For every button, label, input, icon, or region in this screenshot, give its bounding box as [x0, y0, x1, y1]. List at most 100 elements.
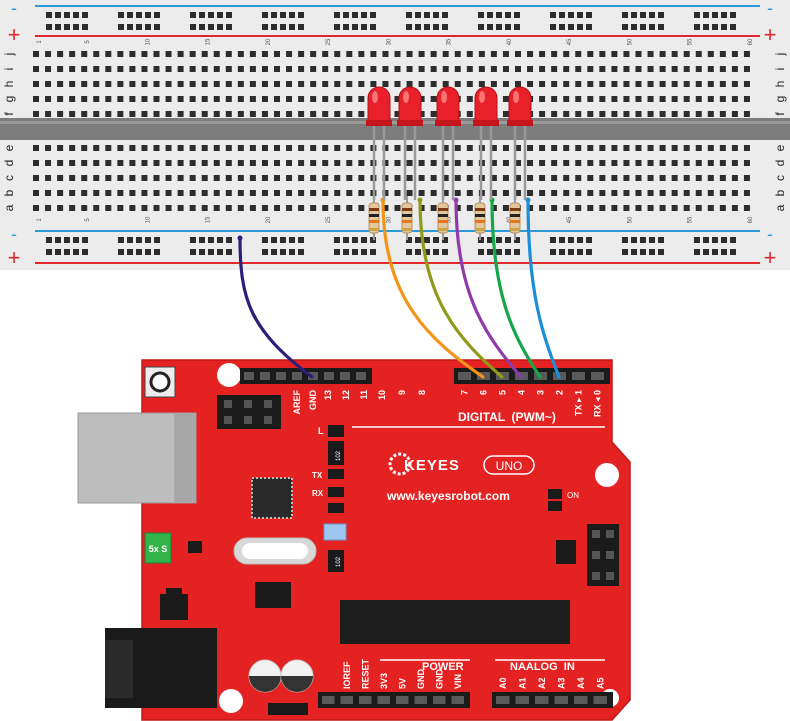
- breadboard-hole: [563, 175, 570, 181]
- header-pin[interactable]: [535, 696, 549, 704]
- rail-hole: [577, 24, 583, 30]
- breadboard-hole: [743, 96, 750, 102]
- breadboard-hole: [599, 66, 606, 72]
- header-pin[interactable]: [322, 696, 335, 704]
- header-pin[interactable]: [593, 696, 608, 704]
- led: [366, 86, 392, 200]
- header-pin[interactable]: [324, 372, 334, 380]
- breadboard-hole: [286, 190, 293, 196]
- breadboard-hole: [635, 111, 642, 117]
- breadboard-hole: [466, 51, 473, 57]
- breadboard-hole: [334, 190, 341, 196]
- breadboard-hole: [611, 81, 618, 87]
- resistor-band: [475, 220, 485, 223]
- column-number: 10: [145, 216, 151, 223]
- breadboard-hole: [261, 66, 268, 72]
- breadboard-hole: [731, 175, 738, 181]
- header-pin[interactable]: [396, 696, 409, 704]
- header-pin[interactable]: [496, 696, 510, 704]
- breadboard-hole: [177, 66, 184, 72]
- header-pin[interactable]: [377, 696, 391, 704]
- header-pin[interactable]: [340, 372, 350, 380]
- wire-end: [525, 197, 531, 203]
- breadboard-hole: [225, 51, 232, 57]
- header-pin[interactable]: [260, 372, 270, 380]
- breadboard-hole: [69, 81, 76, 87]
- resistor-band: [402, 208, 412, 211]
- breadboard-hole: [93, 160, 100, 166]
- rail-hole: [46, 249, 52, 255]
- on-label: ON: [567, 491, 579, 500]
- breadboard-hole: [539, 96, 546, 102]
- breadboard-hole: [575, 205, 582, 211]
- reset-button[interactable]: [144, 366, 176, 398]
- rail-hole: [415, 237, 421, 243]
- rail-hole: [559, 24, 565, 30]
- rail-hole: [559, 237, 565, 243]
- header-pin[interactable]: [554, 696, 569, 704]
- header-pin[interactable]: [292, 372, 302, 380]
- breadboard-hole: [502, 175, 509, 181]
- header-pin[interactable]: [433, 696, 446, 704]
- pin-label: 5V: [397, 678, 407, 689]
- breadboard-hole: [406, 160, 413, 166]
- breadboard-hole: [695, 175, 702, 181]
- header-pin[interactable]: [451, 696, 465, 704]
- breadboard-hole: [81, 190, 88, 196]
- breadboard-hole: [141, 81, 148, 87]
- rail-hole: [73, 237, 79, 243]
- breadboard-hole: [707, 145, 714, 151]
- breadboard-hole: [671, 96, 678, 102]
- header-pin[interactable]: [356, 372, 366, 380]
- rail-hole: [262, 12, 268, 18]
- rail-hole: [550, 12, 556, 18]
- rail-minus-top-left: -: [11, 0, 17, 18]
- header-pin[interactable]: [458, 372, 471, 380]
- breadboard-hole: [394, 175, 401, 181]
- header-pin[interactable]: [414, 696, 428, 704]
- breadboard-hole: [575, 111, 582, 117]
- header-pin[interactable]: [359, 696, 372, 704]
- digital-label: DIGITAL (PWM~): [458, 410, 556, 424]
- breadboard-hole: [81, 175, 88, 181]
- breadboard-hole: [406, 81, 413, 87]
- header-pin[interactable]: [591, 372, 604, 380]
- header-body: [454, 368, 610, 384]
- header-pin[interactable]: [276, 372, 286, 380]
- breadboard-hole: [683, 145, 690, 151]
- header-pin[interactable]: [515, 696, 530, 704]
- header-pin[interactable]: [244, 372, 254, 380]
- breadboard-hole: [45, 111, 52, 117]
- header-pin[interactable]: [572, 372, 585, 380]
- breadboard-hole: [659, 81, 666, 87]
- breadboard-hole: [249, 145, 256, 151]
- breadboard-hole: [551, 145, 558, 151]
- rail-hole: [289, 249, 295, 255]
- breadboard-hole: [286, 66, 293, 72]
- row-letter: e: [773, 144, 787, 151]
- breadboard-hole: [454, 81, 461, 87]
- rail-hole: [586, 249, 592, 255]
- breadboard-hole: [502, 51, 509, 57]
- pin-label: 6: [479, 390, 489, 395]
- rail-hole: [217, 12, 223, 18]
- rail-hole: [145, 12, 151, 18]
- breadboard-hole: [117, 175, 124, 181]
- header-body: [318, 692, 470, 708]
- breadboard-hole: [105, 96, 112, 102]
- fuse-label: 5x S: [149, 544, 168, 554]
- header-pin[interactable]: [574, 696, 588, 704]
- resistor-band: [402, 220, 412, 223]
- breadboard-hole: [189, 96, 196, 102]
- header-pin[interactable]: [340, 696, 354, 704]
- breadboard-hole: [237, 66, 244, 72]
- rail-hole: [199, 249, 205, 255]
- breadboard-hole: [659, 205, 666, 211]
- breadboard-hole: [743, 51, 750, 57]
- breadboard-hole: [430, 190, 437, 196]
- breadboard-hole: [623, 145, 630, 151]
- breadboard-hole: [286, 145, 293, 151]
- breadboard-hole: [707, 175, 714, 181]
- breadboard-hole: [611, 205, 618, 211]
- breadboard-hole: [587, 190, 594, 196]
